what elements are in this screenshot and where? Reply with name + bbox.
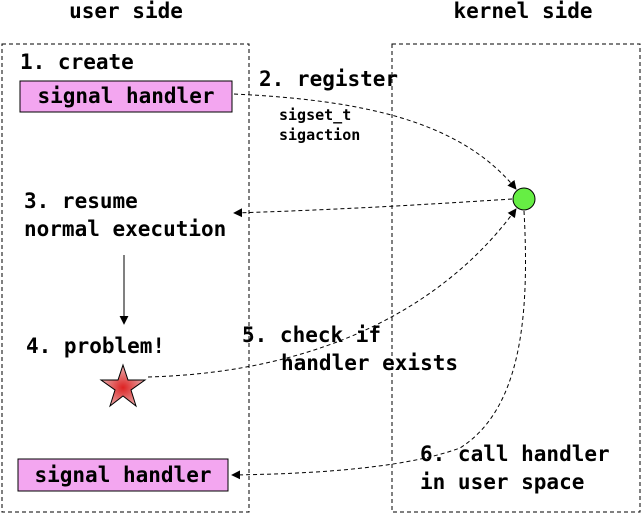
register-detail-sigaction: sigaction (279, 126, 360, 144)
step-create-label: 1. create (20, 50, 134, 74)
user-side-panel (1, 43, 250, 513)
step-check-detail: handler exists (281, 351, 458, 375)
step-register-label: 2. register (259, 67, 398, 91)
kernel-side-header: kernel side (453, 0, 592, 23)
signal-handler-top-label: signal handler (37, 84, 214, 108)
step-call-label: 6. call handler (420, 442, 610, 466)
signal-handler-bottom-label: signal handler (34, 463, 211, 487)
signal-handler-box-top (19, 80, 233, 113)
step-resume-detail: normal execution (24, 217, 226, 241)
step-call-detail: in user space (420, 470, 584, 494)
check-arrow (147, 208, 517, 378)
user-side-header: user side (69, 0, 183, 23)
signal-handler-box-bottom (17, 458, 229, 492)
kernel-node (512, 187, 536, 211)
step-problem-label: 4. problem! (26, 334, 165, 358)
resume-arrow (233, 198, 513, 218)
register-detail-sigset: sigset_t (279, 106, 351, 124)
step-check-label: 5. check if (242, 323, 381, 347)
kernel-side-panel (391, 43, 641, 513)
register-arrow (233, 93, 517, 190)
call-handler-arrow (231, 210, 526, 480)
step-resume-label: 3. resume (24, 189, 138, 213)
problem-star-icon (99, 363, 147, 408)
